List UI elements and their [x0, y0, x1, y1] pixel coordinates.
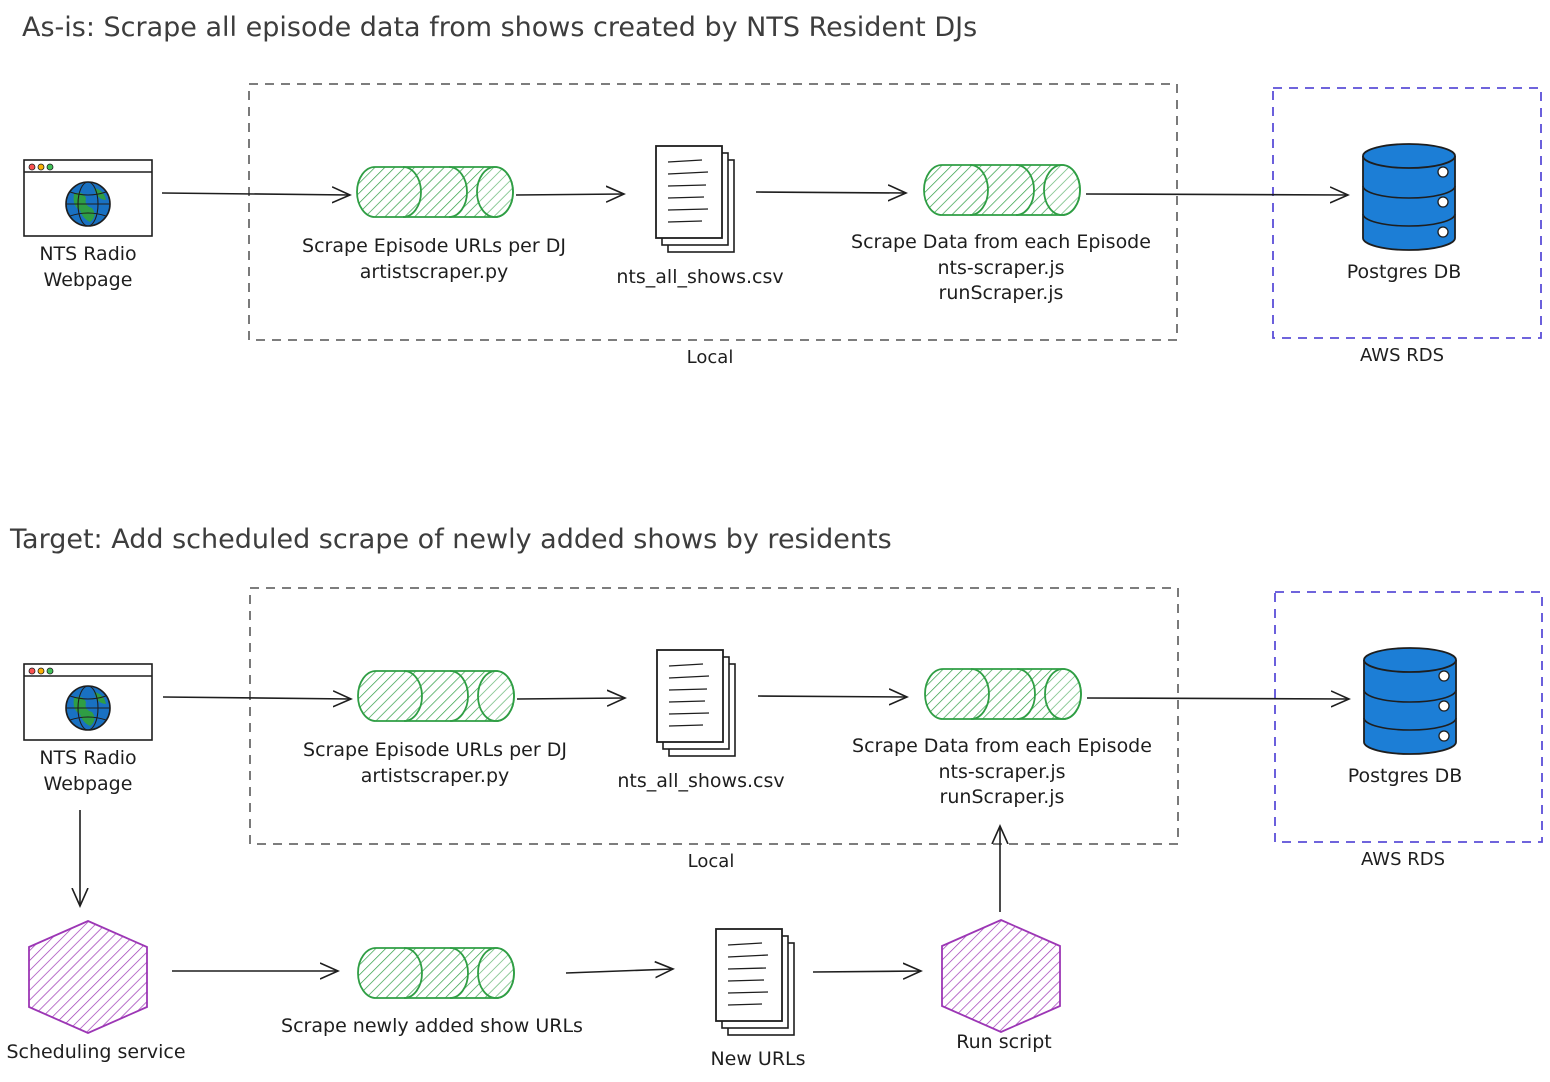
scheduler-label: Scheduling service — [6, 1041, 185, 1063]
document-stack-icon — [656, 649, 736, 757]
target-scrape-data-label-1: Scrape Data from each Episode — [852, 735, 1152, 757]
queue-cylinder-icon — [923, 164, 1081, 216]
hexagon-service-icon — [28, 920, 148, 1034]
target-csv-label: nts_all_shows.csv — [617, 770, 784, 792]
target-section: Target: Add scheduled scrape of newly ad… — [6, 524, 1543, 1070]
arrow-new-urls-to-run-script — [812, 971, 921, 972]
target-scrape-urls-label-1: Scrape Episode URLs per DJ — [303, 739, 567, 761]
asis-aws-group — [1272, 87, 1542, 339]
asis-webpage-label-1: NTS Radio — [39, 243, 136, 265]
asis-scrape-urls-label-2: artistscraper.py — [360, 261, 509, 283]
asis-scrape-data-label-2: nts-scraper.js — [937, 257, 1064, 279]
asis-scrape-urls-label-1: Scrape Episode URLs per DJ — [302, 235, 566, 257]
asis-local-group — [248, 83, 1178, 341]
asis-csv-label: nts_all_shows.csv — [616, 266, 783, 288]
target-scrape-urls-label-2: artistscraper.py — [361, 765, 510, 787]
target-local-label: Local — [688, 851, 735, 872]
queue-cylinder-icon — [357, 947, 515, 999]
new-urls-label: New URLs — [710, 1048, 805, 1070]
target-rds-label: AWS RDS — [1361, 849, 1445, 870]
asis-local-label: Local — [687, 347, 734, 368]
target-webpage-label-2: Webpage — [44, 773, 133, 795]
scrape-new-label: Scrape newly added show URLs — [281, 1015, 583, 1037]
queue-cylinder-icon — [924, 668, 1082, 720]
target-arrow-web-to-scrape — [162, 697, 351, 699]
target-arrow-csv-to-data — [757, 696, 907, 697]
asis-rds-label: AWS RDS — [1360, 345, 1444, 366]
target-arrow-data-to-db — [1086, 698, 1349, 699]
target-webpage-label-1: NTS Radio — [39, 747, 136, 769]
hexagon-service-icon — [941, 919, 1061, 1033]
browser-window-icon — [23, 159, 153, 237]
queue-cylinder-icon — [357, 670, 515, 722]
target-arrow-scrape-to-csv — [516, 698, 625, 699]
asis-arrow-scrape-to-csv — [515, 194, 624, 195]
asis-arrow-data-to-db — [1085, 194, 1348, 195]
queue-cylinder-icon — [356, 166, 514, 218]
asis-title: As-is: Scrape all episode data from show… — [22, 12, 977, 43]
target-title: Target: Add scheduled scrape of newly ad… — [9, 524, 892, 555]
target-local-group — [249, 587, 1179, 845]
target-aws-group — [1274, 591, 1543, 843]
run-script-label: Run script — [956, 1031, 1051, 1053]
asis-section: As-is: Scrape all episode data from show… — [22, 12, 1542, 368]
asis-arrow-csv-to-data — [755, 192, 906, 193]
asis-db-label: Postgres DB — [1347, 261, 1462, 283]
database-icon — [1362, 143, 1456, 251]
target-db-label: Postgres DB — [1348, 765, 1463, 787]
document-stack-icon — [655, 145, 735, 253]
target-scrape-data-label-2: nts-scraper.js — [938, 761, 1065, 783]
database-icon — [1363, 647, 1457, 755]
asis-scrape-data-label-3: runScraper.js — [939, 282, 1064, 304]
asis-webpage-label-2: Webpage — [44, 269, 133, 291]
document-stack-icon — [715, 928, 795, 1036]
browser-window-icon — [23, 663, 153, 741]
asis-arrow-web-to-scrape — [161, 193, 350, 195]
asis-scrape-data-label-1: Scrape Data from each Episode — [851, 231, 1151, 253]
target-scrape-data-label-3: runScraper.js — [940, 786, 1065, 808]
arrow-scrape-new-to-new-urls — [565, 969, 673, 973]
